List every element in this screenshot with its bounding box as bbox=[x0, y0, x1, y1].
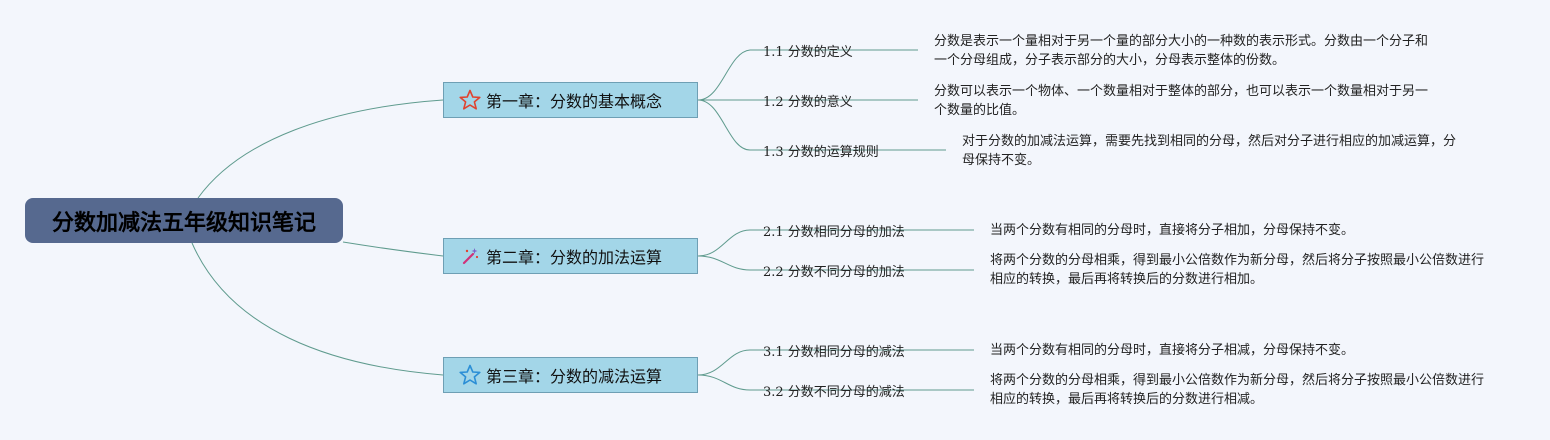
chapter-2-node[interactable]: 第二章：分数的加法运算 bbox=[443, 238, 698, 274]
note-1-1: 分数是表示一个量相对于另一个量的部分大小的一种数的表示形式。分数由一个分子和一个… bbox=[934, 34, 1429, 68]
chapter-1-title: 第一章：分数的基本概念 bbox=[486, 92, 663, 111]
link-ch3-sub2 bbox=[697, 374, 925, 391]
chapter-3-title: 第三章：分数的减法运算 bbox=[486, 367, 663, 386]
link-root-ch2 bbox=[342, 241, 444, 257]
link-ch1-sub1 bbox=[697, 49, 870, 101]
note-2-1: 当两个分数有相同的分母时，直接将分子相加，分母保持不变。 bbox=[990, 223, 1355, 238]
subtopic-2-1[interactable]: 2.1 分数相同分母的加法 bbox=[763, 225, 905, 240]
chapter-2-title: 第二章：分数的加法运算 bbox=[486, 248, 663, 267]
note-1-2: 分数可以表示一个物体、一个数量相对于整体的部分，也可以表示一个数量相对于另一个数… bbox=[934, 84, 1429, 118]
note-2-2: 将两个分数的分母相乘，得到最小公倍数作为新分母，然后将分子按照最小公倍数进行相应… bbox=[990, 253, 1485, 287]
root-topic[interactable]: 分数加减法五年级知识笔记 bbox=[25, 198, 343, 243]
subtopic-3-2[interactable]: 3.2 分数不同分母的减法 bbox=[763, 385, 905, 400]
note-1-3: 对于分数的加减法运算，需要先找到相同的分母，然后对分子进行相应的加减运算，分母保… bbox=[962, 134, 1457, 168]
link-ch3-sub1 bbox=[697, 349, 925, 376]
star-outline-blue-icon bbox=[459, 364, 481, 385]
subtopic-1-3[interactable]: 1.3 分数的运算规则 bbox=[763, 145, 879, 160]
chapter-3-node[interactable]: 第三章：分数的减法运算 bbox=[443, 357, 698, 393]
link-ch1-sub3 bbox=[697, 99, 895, 151]
star-outline-red-icon bbox=[459, 89, 481, 110]
root-title: 分数加减法五年级知识笔记 bbox=[51, 210, 316, 236]
subtopic-1-1[interactable]: 1.1 分数的定义 bbox=[763, 45, 853, 60]
note-3-1: 当两个分数有相同的分母时，直接将分子相减，分母保持不变。 bbox=[990, 343, 1355, 358]
chapter-1-node[interactable]: 第一章：分数的基本概念 bbox=[443, 82, 698, 118]
link-ch2-sub2 bbox=[697, 255, 925, 271]
link-root-ch3 bbox=[191, 242, 444, 376]
note-3-2: 将两个分数的分母相乘，得到最小公倍数作为新分母，然后将分子按照最小公倍数进行相应… bbox=[990, 373, 1485, 407]
link-root-ch1 bbox=[197, 99, 444, 199]
subtopic-2-2[interactable]: 2.2 分数不同分母的加法 bbox=[763, 265, 905, 280]
subtopic-3-1[interactable]: 3.1 分数相同分母的减法 bbox=[763, 345, 905, 360]
magic-wand-icon bbox=[462, 248, 479, 265]
link-ch2-sub1 bbox=[697, 229, 925, 257]
subtopic-1-2[interactable]: 1.2 分数的意义 bbox=[763, 95, 853, 110]
